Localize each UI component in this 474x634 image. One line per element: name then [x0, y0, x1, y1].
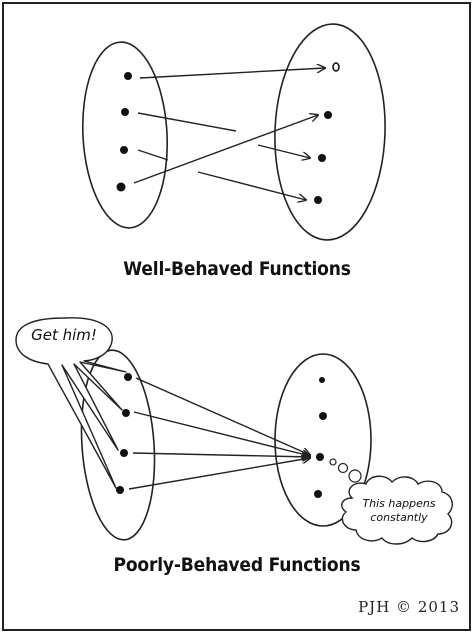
domain-point	[116, 486, 124, 494]
mapping-arrow	[139, 68, 325, 79]
caption-well-behaved: Well-Behaved Functions	[123, 258, 351, 280]
thought-bubble-dot	[337, 462, 349, 474]
domain-set-top	[81, 41, 169, 229]
mapping-arrow	[197, 171, 306, 200]
domain-point	[124, 373, 132, 381]
thought-bubble-text: This happens constantly	[362, 497, 436, 524]
speech-bubble-text: Get him!	[31, 326, 97, 344]
codomain-point	[318, 154, 326, 162]
codomain-point	[319, 377, 325, 383]
domain-point	[124, 72, 132, 80]
mapping-arrow	[257, 144, 310, 158]
mapping-arrow	[133, 115, 318, 184]
codomain-set-top	[274, 23, 386, 241]
domain-point	[121, 108, 129, 116]
codomain-point	[314, 490, 322, 498]
codomain-point	[332, 62, 340, 72]
codomain-point	[314, 196, 322, 204]
mapping-arrow	[137, 149, 169, 161]
mapping-arrow	[128, 458, 310, 490]
speech-bubble-outline	[15, 317, 127, 489]
artist-signature: PJH © 2013	[358, 598, 460, 616]
mapping-arrow	[132, 452, 310, 457]
domain-point	[116, 182, 126, 192]
caption-poorly-behaved: Poorly-Behaved Functions	[113, 554, 361, 576]
codomain-point	[319, 412, 327, 420]
domain-point	[120, 146, 128, 154]
thought-bubble-dot	[348, 469, 362, 483]
codomain-point	[324, 111, 332, 119]
codomain-point	[316, 453, 324, 461]
thought-bubble-dot	[329, 458, 337, 466]
mapping-arrow	[133, 411, 310, 456]
domain-point	[122, 409, 130, 417]
domain-point	[120, 449, 128, 457]
domain-set-bottom	[80, 349, 156, 541]
mapping-arrow	[135, 377, 310, 455]
thought-bubble-cloud	[341, 475, 453, 545]
mapping-arrow	[137, 112, 237, 132]
